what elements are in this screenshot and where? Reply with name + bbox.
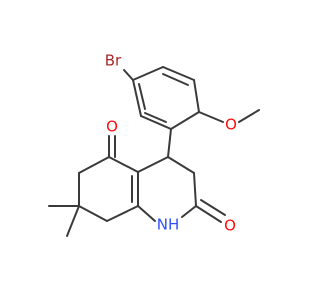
bond-aryl-4 xyxy=(170,111,200,130)
amide-nitrogen-label: NH xyxy=(157,216,180,234)
bond-lactam-3 xyxy=(181,205,197,218)
bond-lactam-2 xyxy=(193,172,197,207)
methoxy-oxygen-label: O xyxy=(225,116,237,134)
bond-lactam-1 xyxy=(167,156,195,174)
bond-aryl-double-3 xyxy=(138,83,146,110)
bond-aryl-3 xyxy=(193,79,200,113)
bond-enone-4 xyxy=(78,205,108,222)
bromine-label: Br xyxy=(105,52,122,70)
bond-aryl-core-link xyxy=(167,128,172,158)
background xyxy=(0,0,300,300)
bond-lactam-4 xyxy=(137,205,156,222)
bond-aryl-2 xyxy=(162,66,195,81)
bond-aryl-5 xyxy=(140,115,172,130)
bond-amide-carbonyl-a xyxy=(195,205,222,223)
bond-enone-5 xyxy=(106,205,139,222)
molecule-diagram: Br O O O NH xyxy=(0,0,300,300)
bond-aryl-methoxy xyxy=(198,111,224,123)
bond-aryl-6 xyxy=(132,79,142,117)
bond-methyl-2 xyxy=(66,205,80,237)
bond-aryl-double-1 xyxy=(162,73,189,86)
bond-bromine xyxy=(123,69,134,81)
bond-amide-carbonyl-b xyxy=(200,199,226,216)
bond-enone-2 xyxy=(78,156,110,174)
ketone-oxygen-label: O xyxy=(106,118,118,136)
bond-lactam-6 xyxy=(137,156,169,173)
bond-enone-1 xyxy=(108,156,139,173)
bond-methoxy-methyl xyxy=(238,109,260,123)
structure-canvas: Br O O O NH xyxy=(0,0,300,300)
amide-oxygen-label: O xyxy=(224,217,236,235)
bond-aryl-double-2 xyxy=(144,112,167,123)
bond-aryl-1 xyxy=(132,66,164,81)
